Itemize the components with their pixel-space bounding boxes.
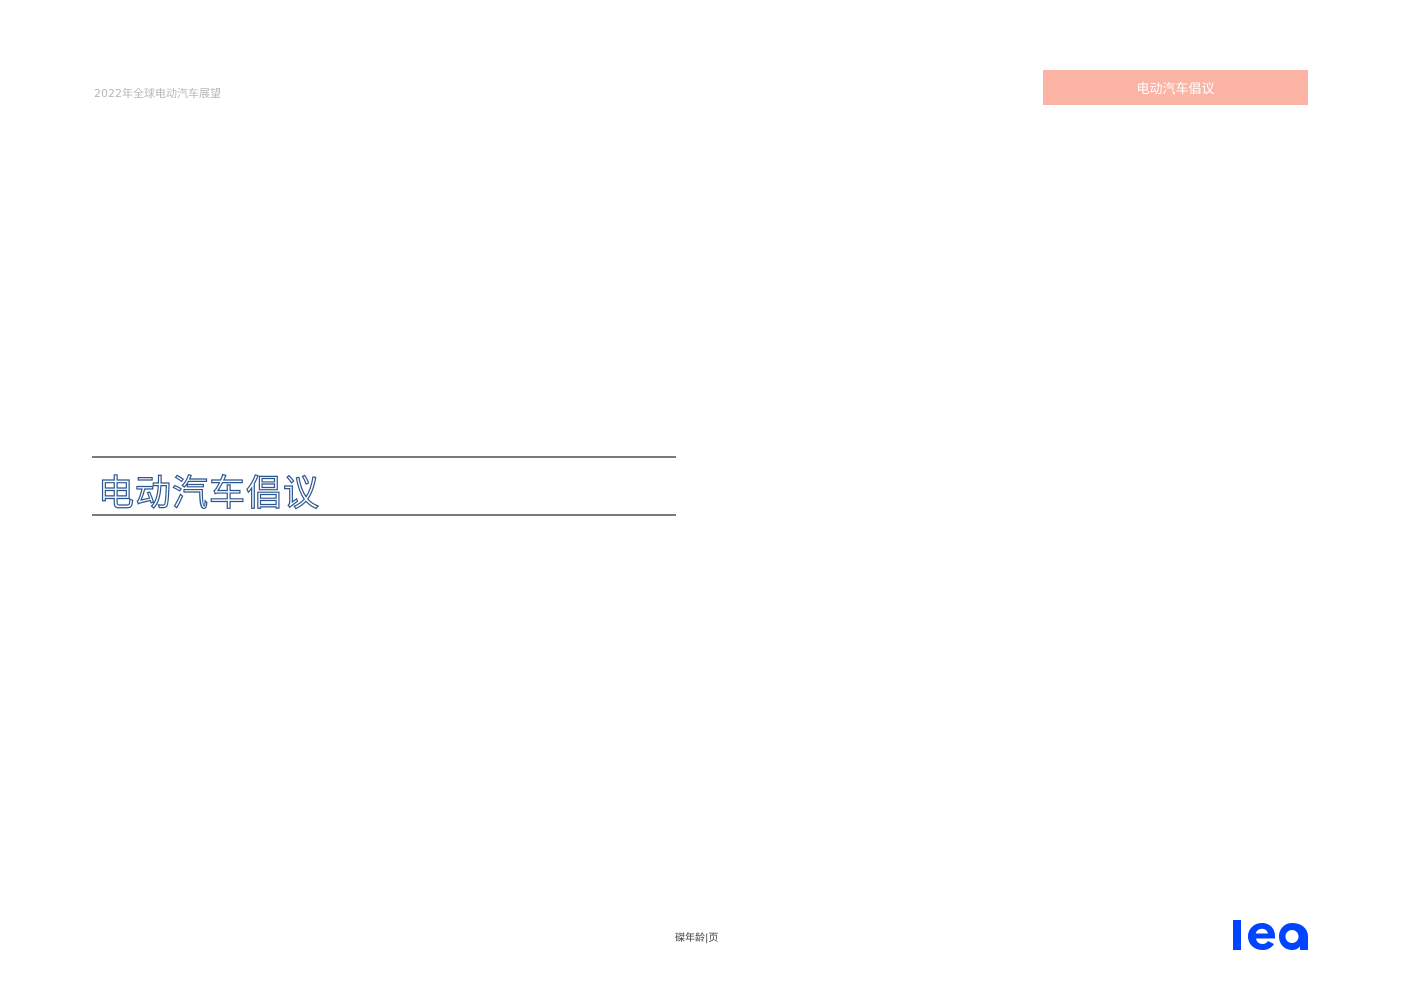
iea-logo	[1232, 912, 1310, 956]
report-title: 2022年全球电动汽车展望	[94, 87, 221, 100]
chapter-tab-label: 电动汽车倡议	[1136, 82, 1215, 97]
page-number: 磔年龄|页	[675, 933, 719, 944]
section-title-block: 电动汽车倡议	[92, 456, 676, 516]
chapter-tab: 电动汽车倡议	[1043, 70, 1308, 105]
iea-logo-icon	[1233, 920, 1308, 950]
section-title: 电动汽车倡议	[97, 472, 321, 514]
